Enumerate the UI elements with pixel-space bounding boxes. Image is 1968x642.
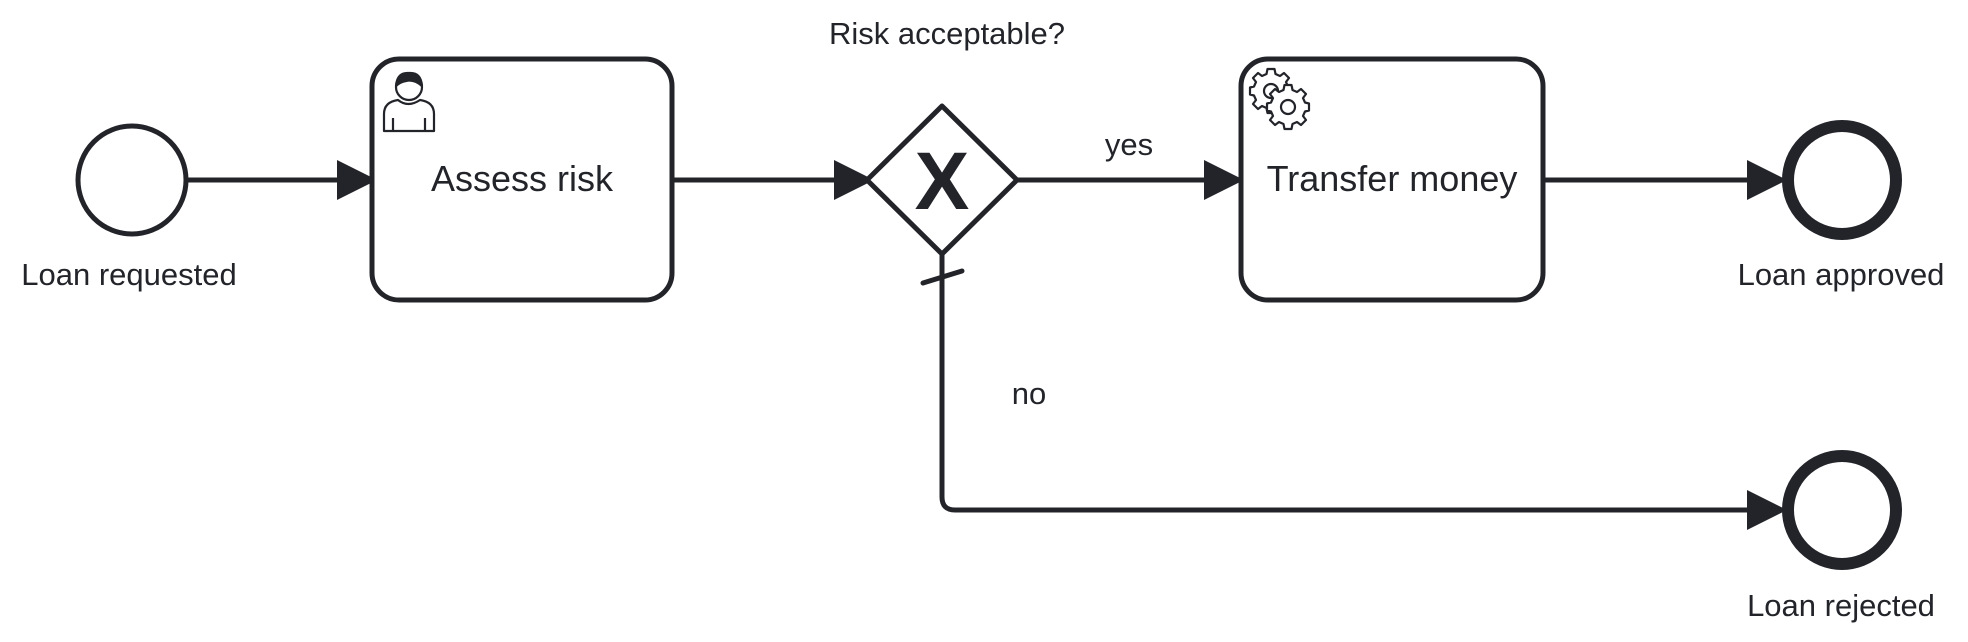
start-event[interactable] [75, 123, 189, 237]
gear-icon [1248, 67, 1311, 131]
start-event-label: Loan requested [21, 257, 236, 292]
end-event-approved[interactable] [1782, 120, 1902, 240]
task-assess-risk[interactable]: Assess risk [369, 56, 675, 303]
gateway-label: Risk acceptable? [829, 16, 1065, 51]
flow-yes-label: yes [1105, 127, 1153, 162]
flow-gateway-no[interactable] [939, 251, 1787, 530]
end-event-rejected[interactable] [1782, 450, 1902, 570]
task-assess-risk-label: Assess risk [431, 158, 614, 199]
task-transfer-money-label: Transfer money [1267, 158, 1518, 199]
exclusive-gateway[interactable]: X [864, 103, 1020, 257]
gateway-marker: X [915, 136, 970, 227]
default-flow-marker [920, 268, 965, 286]
task-transfer-money[interactable]: Transfer money [1238, 56, 1546, 303]
end-event-approved-label: Loan approved [1738, 257, 1945, 292]
flow-no-label: no [1012, 376, 1046, 411]
end-event-rejected-label: Loan rejected [1747, 588, 1935, 623]
user-icon [382, 71, 436, 133]
